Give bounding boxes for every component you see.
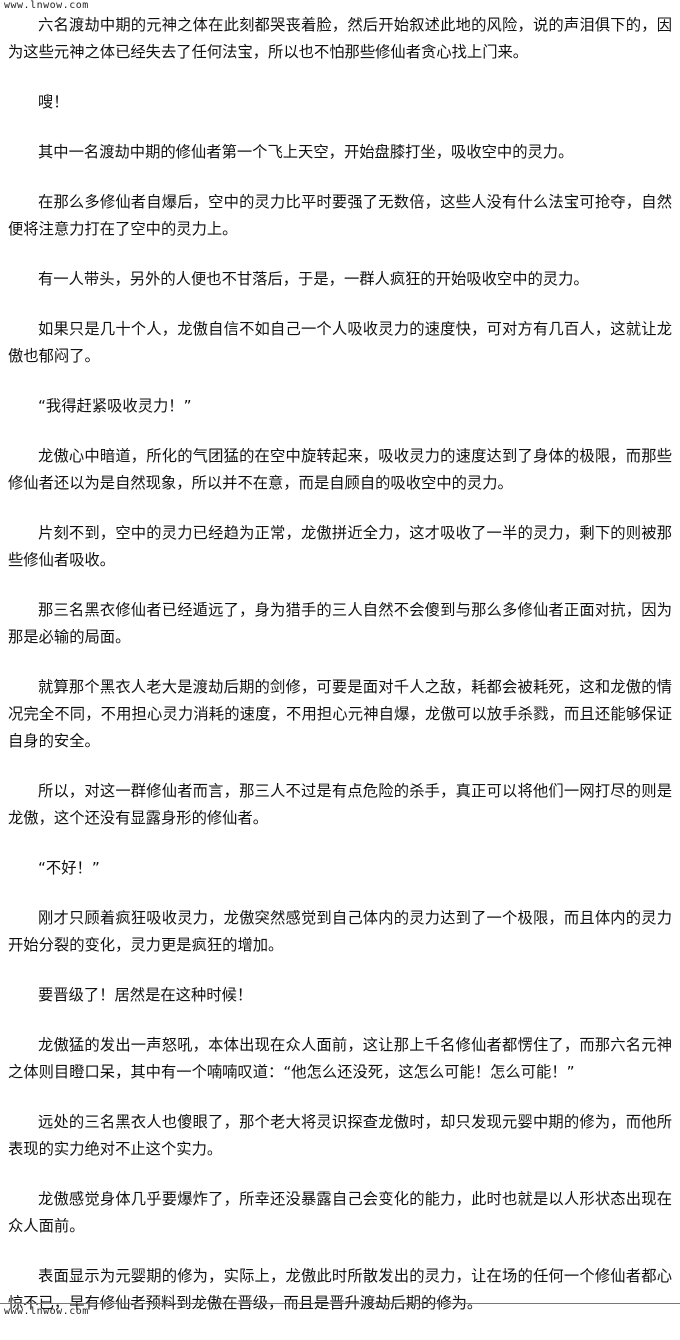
paragraph: 嗖！ — [38, 93, 69, 111]
paragraph: 在那么多修仙者自爆后，空中的灵力比平时要强了无数倍，这些人没有什么法宝可抢夺，自… — [8, 193, 672, 238]
paragraph: 片刻不到，空中的灵力已经趋为正常，龙傲拼近全力，这才吸收了一半的灵力，剩下的则被… — [8, 524, 672, 569]
paragraph: 那三名黑衣修仙者已经遁远了，身为猎手的三人自然不会傻到与那么多修仙者正面对抗，因… — [8, 601, 672, 646]
paragraph: 龙傲心中暗道，所化的气团猛的在空中旋转起来，吸收灵力的速度达到了身体的极限，而那… — [8, 447, 672, 492]
paragraph: 其中一名渡劫中期的修仙者第一个飞上天空，开始盘膝打坐，吸收空中的灵力。 — [38, 143, 574, 161]
site-watermark-bottom: www.lnwow.com — [4, 1306, 89, 1317]
paragraph: 所以，对这一群修仙者而言，那三人不过是有点危险的杀手，真正可以将他们一网打尽的则… — [8, 782, 672, 827]
paragraph: 龙傲感觉身体几乎要爆炸了，所幸还没暴露自己会变化的能力，此时也就是以人形状态出现… — [8, 1190, 672, 1235]
paragraph: “我得赶紧吸收灵力！” — [38, 397, 192, 415]
paragraph: 表面显示为元婴期的修为，实际上，龙傲此时所散发出的灵力，让在场的任何一个修仙者都… — [8, 1267, 672, 1312]
paragraph: 有一人带头，另外的人便也不甘落后，于是，一群人疯狂的开始吸收空中的灵力。 — [38, 270, 589, 288]
paragraph: 要晋级了！居然是在这种时候！ — [38, 986, 253, 1004]
bottom-divider — [0, 1303, 680, 1304]
article-body: 六名渡劫中期的元神之体在此刻都哭丧着脸，然后开始叙述此地的风险，说的声泪俱下的，… — [0, 12, 680, 1340]
paragraph: 如果只是几十个人，龙傲自信不如自己一个人吸收灵力的速度快，可对方有几百人，这就让… — [8, 320, 672, 365]
paragraph: 龙傲猛的发出一声怒吼，本体出现在众人面前，这让那上千名修仙者都愣住了，而那六名元… — [8, 1036, 672, 1081]
site-watermark-top: www.lnwow.com — [4, 0, 89, 11]
paragraph: 就算那个黑衣人老大是渡劫后期的剑修，可要是面对千人之敌，耗都会被耗死，这和龙傲的… — [8, 678, 672, 750]
paragraph: 六名渡劫中期的元神之体在此刻都哭丧着脸，然后开始叙述此地的风险，说的声泪俱下的，… — [8, 16, 672, 61]
paragraph: 刚才只顾着疯狂吸收灵力，龙傲突然感觉到自己体内的灵力达到了一个极限，而且体内的灵… — [8, 909, 672, 954]
paragraph: 远处的三名黑衣人也傻眼了，那个老大将灵识探查龙傲时，却只发现元婴中期的修为，而他… — [8, 1113, 672, 1158]
paragraph: “不好！” — [38, 859, 100, 877]
